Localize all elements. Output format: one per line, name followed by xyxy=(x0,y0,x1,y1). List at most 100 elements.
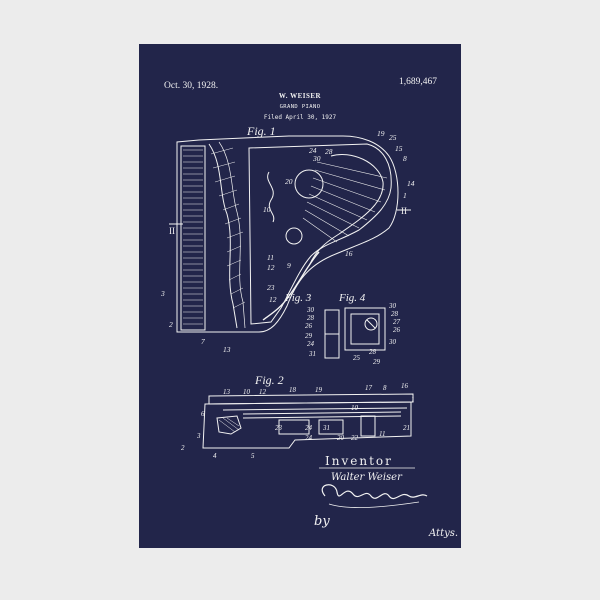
svg-text:1: 1 xyxy=(403,191,407,200)
svg-text:19: 19 xyxy=(377,129,385,138)
fig2-string-line xyxy=(242,411,402,415)
svg-text:27: 27 xyxy=(393,318,401,326)
svg-text:18: 18 xyxy=(289,386,297,394)
fig1-keyboard xyxy=(180,145,206,331)
fig1-section-II-right: II xyxy=(401,206,407,216)
fig1-label: Fig. 1 xyxy=(246,124,276,138)
svg-text:6: 6 xyxy=(201,410,205,418)
fig4-label: Fig. 4 xyxy=(338,292,366,304)
fig4-screw-slot xyxy=(366,319,376,329)
svg-text:30: 30 xyxy=(388,302,397,310)
svg-text:29: 29 xyxy=(305,332,313,340)
fig1-sound-hole-small xyxy=(285,227,303,245)
svg-text:16: 16 xyxy=(401,382,409,390)
by-text: by xyxy=(314,514,330,529)
patent-number: 1,689,467 xyxy=(399,77,437,87)
fig4-inner xyxy=(350,313,380,345)
svg-text:26: 26 xyxy=(305,322,313,330)
svg-text:23: 23 xyxy=(275,424,283,432)
patent-date: Oct. 30, 1928. xyxy=(164,81,219,91)
fig2-block-b xyxy=(318,419,344,435)
fig2-action xyxy=(216,415,242,435)
fig2-block-a xyxy=(278,419,310,435)
svg-text:2: 2 xyxy=(181,444,185,452)
fig2-action-hatch xyxy=(218,417,240,433)
patent-inventor: W. WEISER xyxy=(278,92,322,100)
svg-text:17: 17 xyxy=(365,384,373,392)
svg-text:31: 31 xyxy=(322,424,330,432)
svg-text:10: 10 xyxy=(351,404,359,412)
svg-text:20: 20 xyxy=(285,177,293,186)
fig1-soundboard xyxy=(308,154,384,267)
attorney-signature-flourish xyxy=(328,501,420,509)
svg-text:14: 14 xyxy=(407,179,415,188)
svg-text:22: 22 xyxy=(351,434,359,442)
figure-1: Fig. 1 xyxy=(160,124,415,354)
svg-text:8: 8 xyxy=(403,154,407,163)
svg-text:7: 7 xyxy=(201,337,205,346)
fig4-body xyxy=(344,307,386,351)
fig3-label: Fig. 3 xyxy=(284,292,312,304)
svg-text:19: 19 xyxy=(315,386,323,394)
svg-text:11: 11 xyxy=(379,430,385,438)
patent-drawing: Fig. 1 xyxy=(160,124,428,509)
svg-text:28: 28 xyxy=(369,348,377,356)
svg-text:28: 28 xyxy=(325,147,333,156)
svg-text:16: 16 xyxy=(345,249,353,258)
inventor-signature: Walter Weiser xyxy=(331,472,402,483)
fig2-block-c xyxy=(360,415,376,437)
svg-text:28: 28 xyxy=(307,314,315,322)
fig2-lid xyxy=(208,393,414,405)
svg-text:1: 1 xyxy=(411,396,415,404)
attys-text: Attys. xyxy=(429,528,459,539)
patent-filed: Filed April 30, 1927 xyxy=(263,114,337,121)
svg-text:31: 31 xyxy=(308,350,316,358)
svg-text:8: 8 xyxy=(383,384,387,392)
svg-text:12: 12 xyxy=(269,295,277,304)
svg-text:26: 26 xyxy=(393,326,401,334)
fig1-brace xyxy=(262,251,320,321)
svg-text:21: 21 xyxy=(403,424,410,432)
svg-text:3: 3 xyxy=(196,432,201,440)
svg-text:25: 25 xyxy=(389,133,397,142)
svg-text:12: 12 xyxy=(267,263,275,272)
svg-text:30: 30 xyxy=(388,338,397,346)
svg-text:24: 24 xyxy=(309,146,317,155)
svg-text:25: 25 xyxy=(353,354,361,362)
svg-text:24: 24 xyxy=(305,424,313,432)
svg-text:30: 30 xyxy=(312,154,321,163)
fig1-strings xyxy=(302,161,388,243)
patent-title: GRAND PIANO xyxy=(279,104,321,110)
fig2-rim xyxy=(222,407,408,411)
attorney-signature-scribble xyxy=(321,484,428,500)
patent-poster: Oct. 30, 1928. 1,689,467 W. WEISER GRAND… xyxy=(139,44,461,548)
svg-text:4: 4 xyxy=(213,452,217,460)
svg-text:15: 15 xyxy=(395,144,403,153)
svg-text:12: 12 xyxy=(259,388,267,396)
svg-text:13: 13 xyxy=(223,345,231,354)
svg-text:30: 30 xyxy=(306,306,315,314)
svg-text:29: 29 xyxy=(373,358,381,366)
fig2-label: Fig. 2 xyxy=(254,373,284,387)
fig1-f-hole xyxy=(267,171,275,223)
svg-text:9: 9 xyxy=(287,261,291,270)
svg-text:24: 24 xyxy=(307,340,315,348)
fig1-case-outline xyxy=(176,135,399,333)
svg-text:20: 20 xyxy=(337,434,345,442)
svg-text:28: 28 xyxy=(391,310,399,318)
fig1-keys xyxy=(183,149,203,325)
fig2-string-line-2 xyxy=(242,415,402,419)
fig1-action-hatch xyxy=(210,147,246,309)
svg-text:10: 10 xyxy=(243,388,251,396)
fig1-action-band-inner xyxy=(218,141,246,329)
inventor-label: Inventor xyxy=(325,454,393,468)
svg-text:13: 13 xyxy=(223,388,231,396)
svg-text:24: 24 xyxy=(305,434,313,442)
fig1-section-II-left: II xyxy=(169,226,175,236)
fig4-screw xyxy=(364,317,378,331)
svg-text:3: 3 xyxy=(160,289,165,298)
svg-text:10: 10 xyxy=(263,205,271,214)
